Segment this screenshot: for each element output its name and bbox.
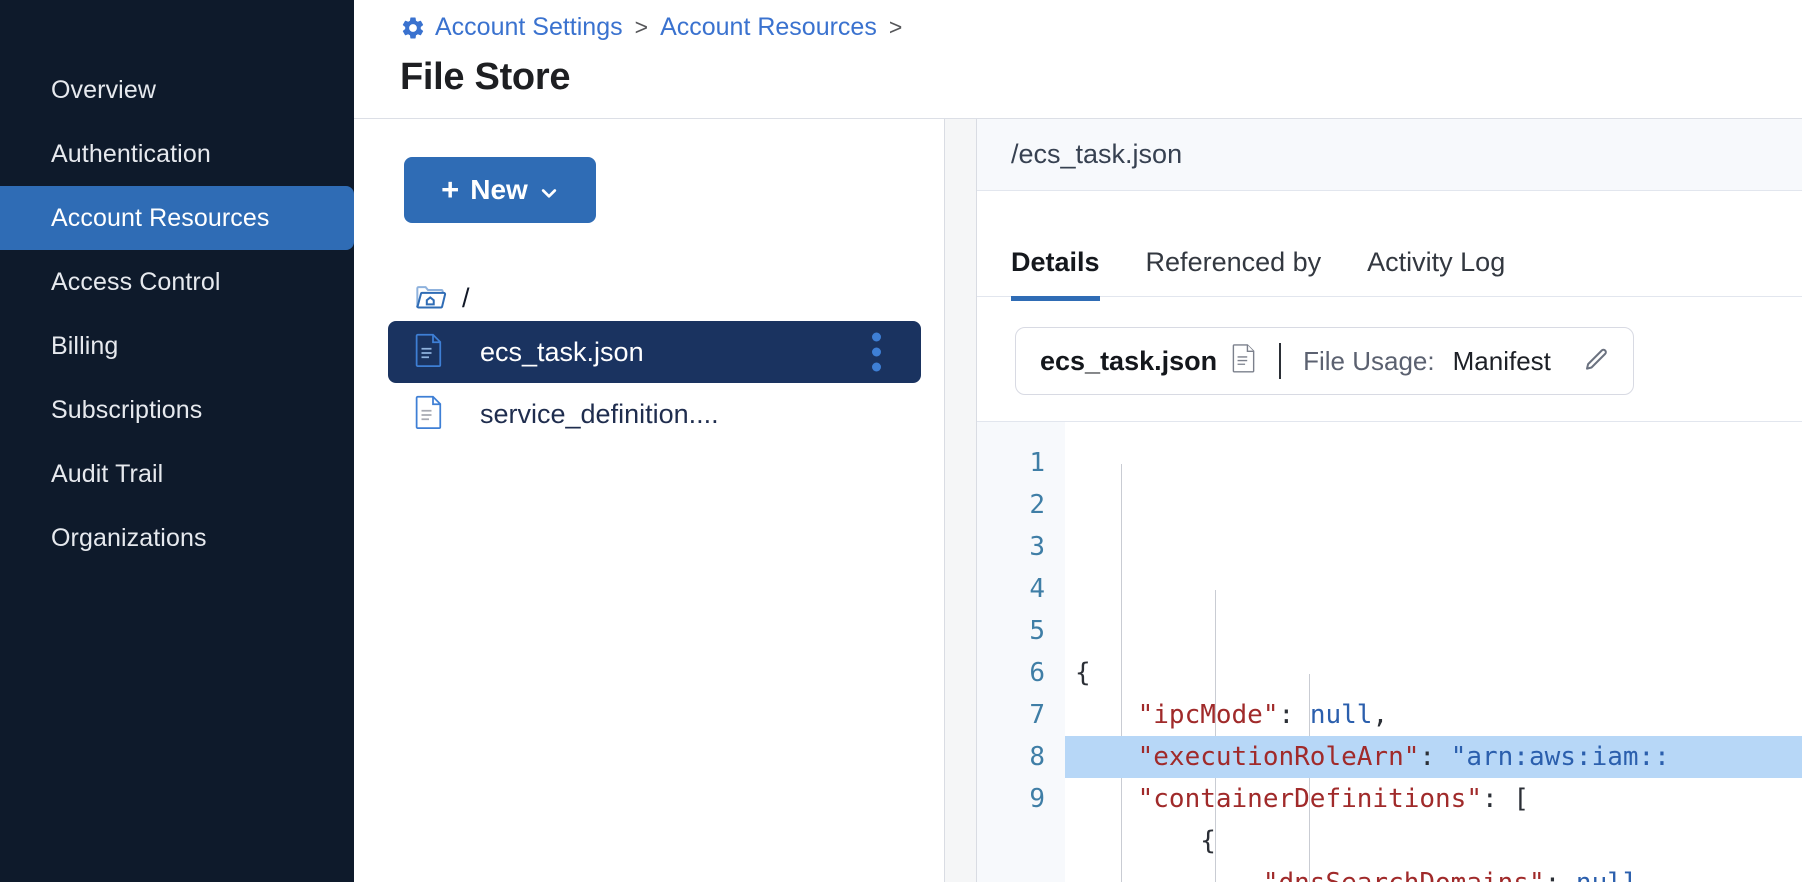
edit-pencil-icon[interactable] (1581, 346, 1611, 376)
file-name-label: service_definition.... (480, 398, 719, 429)
sidebar-item-label: Overview (51, 75, 156, 104)
sidebar-item-access-control[interactable]: Access Control (0, 250, 354, 314)
json-key: "executionRoleArn" (1075, 742, 1420, 772)
new-button[interactable]: + New (404, 157, 596, 223)
sidebar-item-label: Organizations (51, 523, 207, 552)
sidebar-item-organizations[interactable]: Organizations (0, 506, 354, 570)
line-number: 4 (1029, 574, 1045, 604)
divider (1279, 343, 1282, 379)
plus-icon: + (441, 171, 460, 207)
line-number: 6 (1029, 658, 1045, 688)
workspace: + New (354, 119, 1802, 882)
file-tree: / ecs_task.json (354, 275, 944, 445)
chevron-down-icon (539, 178, 559, 198)
breadcrumb-link-account-resources[interactable]: Account Resources (660, 12, 877, 41)
new-button-label: New (470, 174, 528, 205)
line-number: 8 (1029, 742, 1045, 772)
breadcrumb-separator: > (888, 13, 903, 40)
sidebar-item-label: Access Control (51, 267, 221, 296)
file-json-icon (414, 332, 444, 373)
sidebar: Overview Authentication Account Resource… (0, 0, 354, 882)
code-token: , (1639, 868, 1655, 882)
file-tree-panel: + New (354, 119, 945, 882)
sidebar-item-label: Billing (51, 331, 119, 360)
json-value: null (1309, 700, 1373, 730)
sidebar-item-subscriptions[interactable]: Subscriptions (0, 378, 354, 442)
document-icon (1231, 343, 1257, 380)
page-title: File Store (400, 56, 571, 98)
code-token: , (1372, 700, 1389, 730)
file-actions-kebab-icon[interactable] (872, 332, 881, 372)
line-number: 3 (1029, 532, 1045, 562)
detail-tabs: Details Referenced by Activity Log (977, 191, 1802, 301)
tab-activity-log[interactable]: Activity Log (1367, 247, 1506, 277)
file-usage-value: Manifest (1452, 345, 1551, 376)
tree-root-label: / (462, 282, 470, 313)
code-token: : (1419, 742, 1451, 772)
sidebar-item-billing[interactable]: Billing (0, 314, 354, 378)
code-token: { (1075, 826, 1216, 856)
code-line: "dnsSearchDomains": null, (1065, 862, 1802, 882)
file-detail-panel: /ecs_task.json Details Referenced by Act… (977, 119, 1802, 882)
sidebar-item-audit-trail[interactable]: Audit Trail (0, 442, 354, 506)
code-line-numbers: 1 2 3 4 5 6 7 8 9 (977, 422, 1065, 882)
sidebar-item-label: Authentication (51, 139, 211, 168)
breadcrumb-separator: > (634, 13, 649, 40)
sidebar-item-label: Audit Trail (51, 459, 164, 488)
sidebar-item-account-resources[interactable]: Account Resources (0, 186, 354, 250)
json-key: "containerDefinitions" (1075, 784, 1482, 814)
usage-file-name: ecs_task.json (1040, 345, 1218, 376)
code-content[interactable]: { "ipcMode": null, "executionRoleArn": "… (1065, 422, 1802, 882)
line-number: 7 (1029, 700, 1045, 730)
json-key: "dnsSearchDomains" (1075, 868, 1545, 882)
json-value: null (1576, 868, 1639, 882)
file-path-header: /ecs_task.json (977, 119, 1802, 191)
code-token: : (1278, 700, 1310, 730)
tree-item-ecs-task-json[interactable]: ecs_task.json (388, 321, 921, 383)
panel-splitter[interactable] (945, 119, 977, 882)
sidebar-item-authentication[interactable]: Authentication (0, 122, 354, 186)
json-key: "ipcMode" (1075, 700, 1279, 730)
line-number: 1 (1029, 448, 1045, 478)
file-json-icon (414, 394, 444, 435)
code-token: : (1545, 868, 1576, 882)
file-usage-label: File Usage: (1303, 345, 1435, 376)
json-code-viewer[interactable]: 1 2 3 4 5 6 7 8 9 { "ipcMode": (977, 421, 1802, 882)
breadcrumb: Account Settings > Account Resources > (400, 6, 1802, 48)
main-area: Account Settings > Account Resources > F… (354, 0, 1802, 882)
gear-icon (400, 15, 426, 41)
code-token: { (1075, 658, 1091, 688)
tree-root-folder[interactable]: / (354, 275, 944, 321)
line-number: 5 (1029, 616, 1045, 646)
page-header: Account Settings > Account Resources > F… (354, 0, 1802, 119)
breadcrumb-link-account-settings[interactable]: Account Settings (435, 12, 623, 41)
json-value: "arn:aws:iam:: (1450, 742, 1670, 772)
file-usage-area: ecs_task.json File Usage: Manifest (977, 297, 1802, 421)
sidebar-item-label: Account Resources (51, 203, 270, 232)
tab-referenced-by[interactable]: Referenced by (1145, 247, 1322, 277)
code-token: [ (1513, 784, 1529, 814)
file-name-label: ecs_task.json (480, 336, 644, 367)
code-line: { (1065, 820, 1802, 862)
file-usage-box: ecs_task.json File Usage: Manifest (1015, 327, 1634, 395)
line-number: 9 (1029, 784, 1045, 814)
line-number: 2 (1029, 490, 1045, 520)
folder-home-icon (412, 280, 448, 317)
code-line: "ipcMode": null, (1065, 694, 1802, 736)
code-line: "containerDefinitions": [ (1065, 778, 1802, 820)
indent-guide (1309, 674, 1310, 882)
sidebar-item-label: Subscriptions (51, 395, 203, 424)
indent-guide (1121, 464, 1122, 882)
tab-details[interactable]: Details (1011, 247, 1100, 301)
tree-item-service-definition[interactable]: service_definition.... (388, 383, 921, 445)
code-line: "executionRoleArn": "arn:aws:iam:: (1065, 736, 1802, 778)
sidebar-item-overview[interactable]: Overview (0, 58, 354, 122)
code-token: : (1482, 784, 1514, 814)
code-line: { (1065, 652, 1802, 694)
